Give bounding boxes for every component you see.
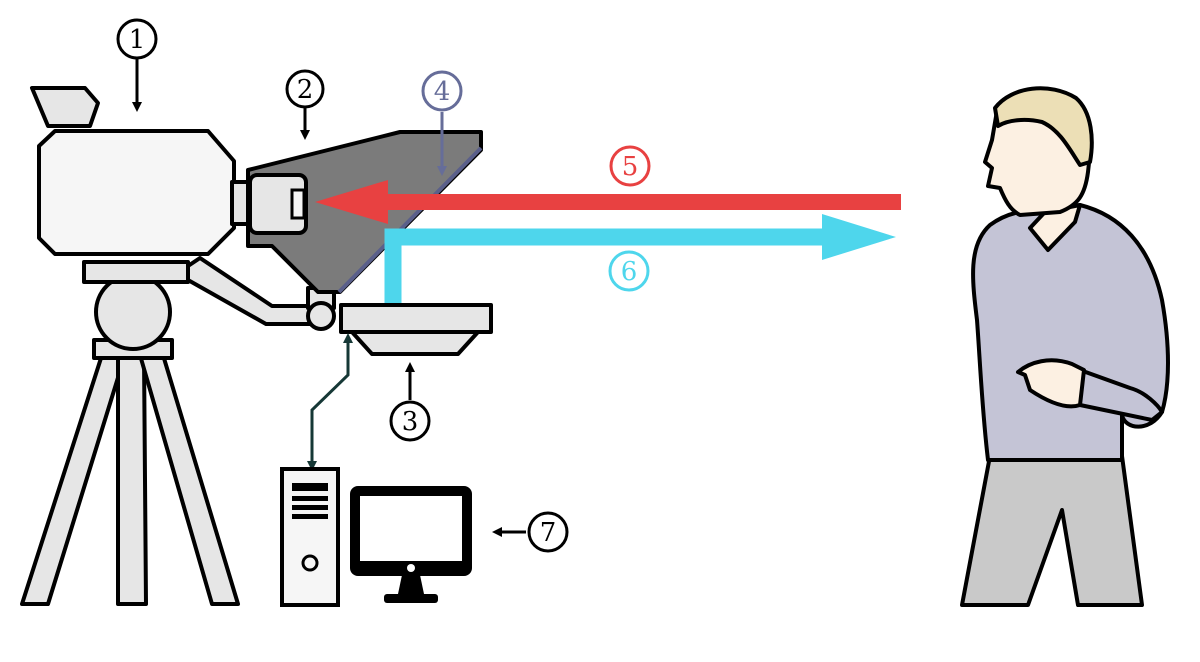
presenter-hand — [1016, 358, 1086, 409]
drive-bay-3 — [292, 505, 328, 510]
callout-hood: 2 — [285, 69, 325, 109]
callout-camera-number: 1 — [129, 25, 146, 55]
arm-joint — [306, 301, 336, 331]
callout-monitor-light-number: 6 — [621, 257, 638, 287]
presenter-hair — [993, 86, 1094, 167]
callout-camera: 1 — [116, 18, 158, 60]
prompter-monitor-plate — [339, 303, 493, 334]
prompter-monitor-housing — [350, 330, 480, 356]
presenter — [960, 86, 1170, 607]
presenter-pants — [960, 454, 1144, 607]
computer-tower — [280, 467, 340, 607]
tripod-leg-left — [20, 353, 127, 606]
drive-bay-2 — [292, 496, 328, 501]
callout-glass: 4 — [421, 70, 463, 112]
tripod-plate — [82, 260, 190, 284]
desktop-monitor-base — [384, 594, 438, 603]
callout-monitor-light: 6 — [608, 250, 650, 292]
camera-body — [37, 129, 236, 256]
light-paths — [315, 180, 901, 303]
monitor-light-arrowhead — [822, 214, 896, 260]
desktop-monitor-logo — [407, 564, 415, 572]
callout-glass-number: 4 — [434, 77, 451, 107]
callout-hood-number: 2 — [297, 75, 314, 105]
drive-bay-1 — [292, 483, 328, 491]
data-cable — [307, 333, 353, 471]
desktop-monitor-screen — [360, 496, 462, 561]
callout-monitor: 3 — [389, 400, 431, 442]
tripod-leg-right — [138, 353, 240, 606]
tripod — [20, 260, 240, 606]
camera-lens-cap — [290, 188, 306, 220]
reflected-light-arrowhead — [315, 180, 388, 224]
pointer-arrows — [132, 58, 526, 537]
camera-viewfinder — [30, 86, 100, 128]
callout-reflected-light: 5 — [609, 145, 651, 187]
callout-computer-number: 7 — [540, 518, 557, 548]
presenter-arm — [1078, 368, 1164, 422]
power-button — [301, 554, 319, 572]
drive-bay-4 — [292, 514, 328, 519]
reflected-light-shaft — [375, 194, 901, 210]
prompter-monitor — [339, 303, 493, 356]
callout-computer: 7 — [527, 511, 569, 553]
monitor-light-path — [384, 228, 830, 303]
tripod-head-ball — [94, 273, 172, 351]
callout-reflected-light-number: 5 — [622, 152, 639, 182]
beam-splitter-glass — [337, 146, 483, 294]
callout-monitor-number: 3 — [402, 407, 419, 437]
tripod-leg-center — [116, 353, 148, 606]
desktop-monitor — [350, 486, 472, 603]
desktop-monitor-stand — [398, 575, 424, 594]
presenter-torso — [971, 203, 1170, 462]
